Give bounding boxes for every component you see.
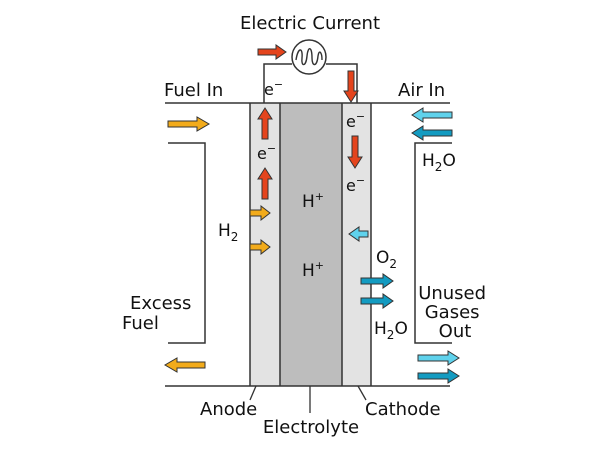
- oxygen-arrow: [348, 226, 369, 242]
- air-in-arrow-light: [411, 107, 453, 123]
- water-label-cathode: H2O: [374, 319, 408, 342]
- anode-label: Anode: [200, 399, 257, 420]
- diagram-title: Electric Current: [240, 13, 380, 34]
- air-in-arrow-dark: [411, 125, 453, 141]
- proton-label-1: H+: [302, 190, 324, 212]
- water-arrow-1: [360, 273, 394, 289]
- water-arrow-2: [360, 293, 394, 309]
- electron-arrow-circuit-down: [343, 70, 359, 103]
- electron-arrow-cathode-down: [347, 135, 363, 169]
- fuel-in-arrow: [167, 116, 210, 132]
- electron-label-anode: e−: [257, 142, 276, 163]
- proton-label-2: H+: [302, 259, 324, 281]
- electron-arrow-anode-up-1: [257, 107, 273, 140]
- oxygen-label: O2: [376, 248, 397, 271]
- air-channel-outline: [414, 142, 452, 344]
- external-circuit-wire-right: [326, 63, 358, 103]
- fuel-channel-outline: [168, 142, 206, 344]
- electron-arrow-circuit-right: [257, 44, 287, 60]
- hydrogen-arrow-2: [249, 238, 271, 256]
- light-bulb-filament-icon: [291, 39, 327, 75]
- electrolyte-label: Electrolyte: [263, 417, 359, 438]
- cathode-label: Cathode: [365, 399, 441, 420]
- external-circuit-wire: [263, 63, 292, 103]
- excess-fuel-label: Excess Fuel: [122, 293, 197, 334]
- electron-label-cathode: e−: [346, 174, 365, 195]
- electron-arrow-anode-up-2: [257, 167, 273, 200]
- hydrogen-arrow-1: [249, 204, 271, 222]
- excess-fuel-arrow: [164, 357, 206, 373]
- unused-gas-arrow-light: [417, 350, 460, 366]
- hydrogen-label: H2: [218, 221, 238, 244]
- cathode-leader-line: [357, 385, 367, 401]
- unused-gases-label: Unused Gases Out: [418, 283, 492, 342]
- electrolyte-layer: [280, 103, 342, 386]
- anode-leader-line: [249, 385, 257, 401]
- unused-gas-arrow-dark: [417, 368, 460, 384]
- electron-label-circuit: e−: [264, 78, 283, 99]
- air-in-label: Air In: [398, 80, 445, 101]
- cell-boundary-lines: [165, 102, 450, 387]
- electron-label-cathode-top: e−: [346, 110, 365, 131]
- fuel-in-label: Fuel In: [164, 80, 223, 101]
- water-label-air-side: H2O: [422, 151, 456, 174]
